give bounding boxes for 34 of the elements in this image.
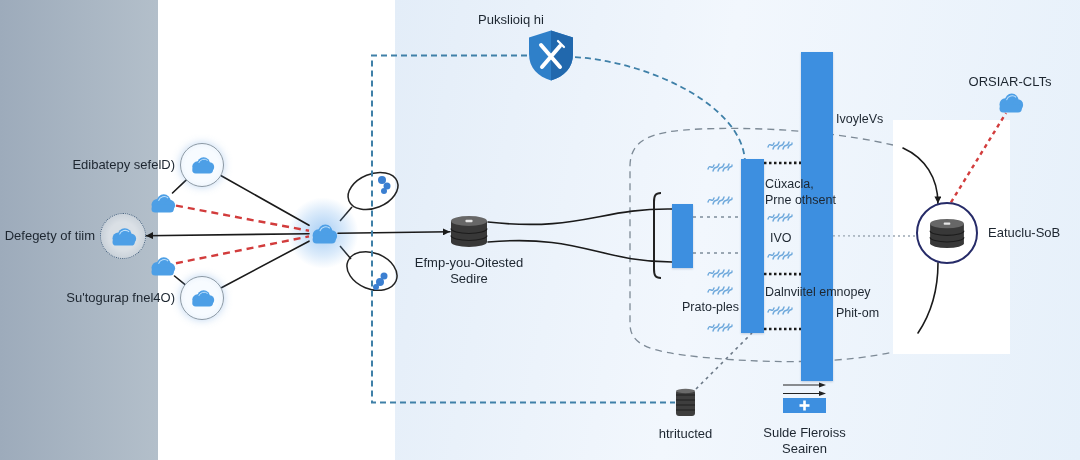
dashed-line [949, 112, 1008, 203]
connector-line [917, 261, 939, 334]
connector-line [171, 179, 187, 194]
text-label: IVO [770, 230, 792, 246]
text-label: Phit-om [836, 305, 880, 321]
node-label: ORSIAR-CLTs [968, 74, 1052, 90]
arrow [902, 147, 942, 205]
dashed-line [764, 161, 801, 165]
node-label: Efmp-you-Oitested Sedire [413, 255, 525, 287]
node-label: Eatuclu-SoB [988, 225, 1061, 241]
dashed-line [764, 327, 801, 331]
connector-line [487, 239, 673, 263]
node-label: Sulde Fleroiss Seairen [762, 425, 847, 457]
bar [672, 204, 693, 268]
connector-line [487, 208, 673, 226]
dashed-line [175, 204, 310, 232]
node-label: Defegety of tiim [4, 228, 95, 244]
connector-line [173, 275, 186, 286]
dashed-line [574, 56, 746, 160]
dashed-line [764, 272, 801, 276]
node-label: Pukslioiq hi [478, 12, 544, 28]
text-label: Prato-ples [682, 299, 739, 315]
dashed-line [371, 54, 676, 404]
connector-line [220, 175, 310, 227]
arrow [145, 232, 310, 240]
node-label: htritucted [658, 426, 713, 442]
arrow [337, 228, 451, 236]
connector-line [220, 240, 310, 289]
node-label: Su'togurap fnel4O) [66, 290, 175, 306]
node-label: Edibatepy sefelD) [72, 157, 175, 173]
dashed-line [175, 235, 310, 265]
bar [741, 159, 764, 333]
dashed-line [695, 332, 753, 390]
text-label: IvoyleVs [836, 111, 884, 127]
